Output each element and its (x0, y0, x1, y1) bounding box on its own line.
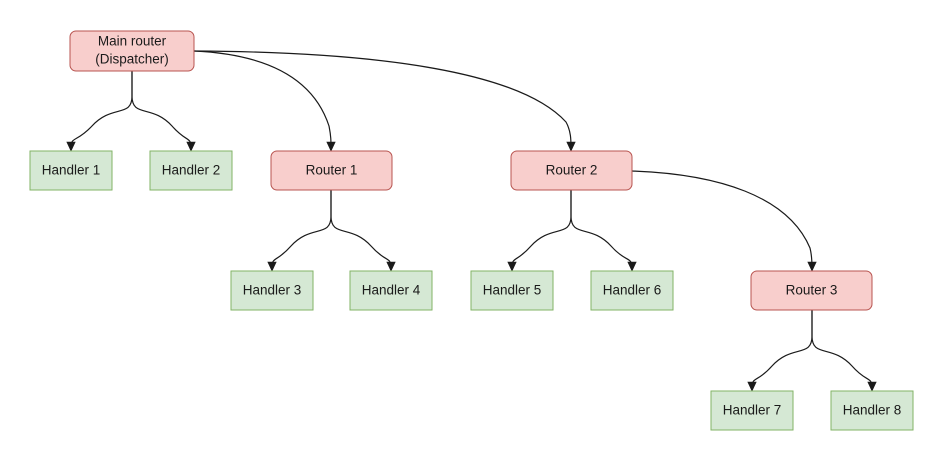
node-handler-1[interactable]: Handler 1 (29, 150, 113, 191)
node-handler-2[interactable]: Handler 2 (149, 150, 233, 191)
edge-router-2-to-router-3-arrowhead-icon (807, 261, 817, 272)
edge-main-to-handler-2-arrowhead-icon (186, 141, 196, 152)
node-router-1[interactable]: Router 1 (270, 150, 393, 191)
edges-layer (66, 50, 877, 392)
edge-router-1-to-handler-4-arrowhead-icon (386, 261, 396, 272)
handler-7-box[interactable] (710, 390, 794, 431)
edge-main-to-handler-2-line (131, 70, 192, 149)
handler-4-box[interactable] (349, 270, 433, 311)
node-handler-7[interactable]: Handler 7 (710, 390, 794, 431)
edge-main-to-handler-1-arrowhead-icon (66, 141, 76, 152)
handler-5-box[interactable] (470, 270, 554, 311)
edge-main-to-router-2-line (193, 50, 572, 149)
node-handler-4[interactable]: Handler 4 (349, 270, 433, 311)
edge-main-to-handler-1 (66, 70, 133, 152)
edge-router-1-to-handler-4 (330, 189, 396, 272)
edge-main-to-router-1-arrowhead-icon (326, 141, 336, 152)
edge-router-2-to-router-3-line (631, 170, 813, 269)
router-3-box[interactable] (750, 270, 873, 311)
edge-router-2-to-router-3 (631, 170, 817, 272)
edge-router-2-to-handler-5-line (511, 189, 572, 269)
node-handler-6[interactable]: Handler 6 (590, 270, 674, 311)
edge-main-to-router-2 (193, 50, 576, 152)
node-handler-8[interactable]: Handler 8 (830, 390, 914, 431)
edge-router-1-to-handler-3-line (271, 189, 332, 269)
edge-router-2-to-handler-6-line (570, 189, 633, 269)
handler-2-box[interactable] (149, 150, 233, 191)
edge-router-3-to-handler-8-line (811, 309, 873, 389)
edge-router-3-to-handler-7 (747, 309, 813, 392)
edge-main-to-handler-1-line (70, 70, 133, 149)
router-2-box[interactable] (510, 150, 633, 191)
edge-router-2-to-handler-5 (507, 189, 572, 272)
nodes-layer: Main router(Dispatcher) Handler 1 Handler … (29, 30, 914, 431)
node-handler-5[interactable]: Handler 5 (470, 270, 554, 311)
edge-router-3-to-handler-7-arrowhead-icon (747, 381, 757, 392)
edge-main-to-handler-2 (131, 70, 196, 152)
edge-main-to-router-2-arrowhead-icon (566, 141, 576, 152)
edge-router-3-to-handler-7-line (751, 309, 813, 389)
router-1-box[interactable] (270, 150, 393, 191)
main-router-box[interactable] (69, 30, 195, 72)
node-router-2[interactable]: Router 2 (510, 150, 633, 191)
handler-8-box[interactable] (830, 390, 914, 431)
handler-1-box[interactable] (29, 150, 113, 191)
edge-router-2-to-handler-5-arrowhead-icon (507, 261, 517, 272)
edge-router-1-to-handler-3 (267, 189, 332, 272)
edge-router-3-to-handler-8 (811, 309, 877, 392)
handler-6-box[interactable] (590, 270, 674, 311)
edge-router-1-to-handler-3-arrowhead-icon (267, 261, 277, 272)
handler-3-box[interactable] (230, 270, 314, 311)
edge-router-1-to-handler-4-line (330, 189, 392, 269)
edge-router-3-to-handler-8-arrowhead-icon (867, 381, 877, 392)
edge-main-to-router-1 (193, 50, 336, 152)
edge-main-to-router-1-line (193, 50, 332, 149)
edge-router-2-to-handler-6 (570, 189, 637, 272)
edge-router-2-to-handler-6-arrowhead-icon (627, 261, 637, 272)
node-router-3[interactable]: Router 3 (750, 270, 873, 311)
node-main-router[interactable]: Main router(Dispatcher) (69, 30, 195, 72)
node-handler-3[interactable]: Handler 3 (230, 270, 314, 311)
